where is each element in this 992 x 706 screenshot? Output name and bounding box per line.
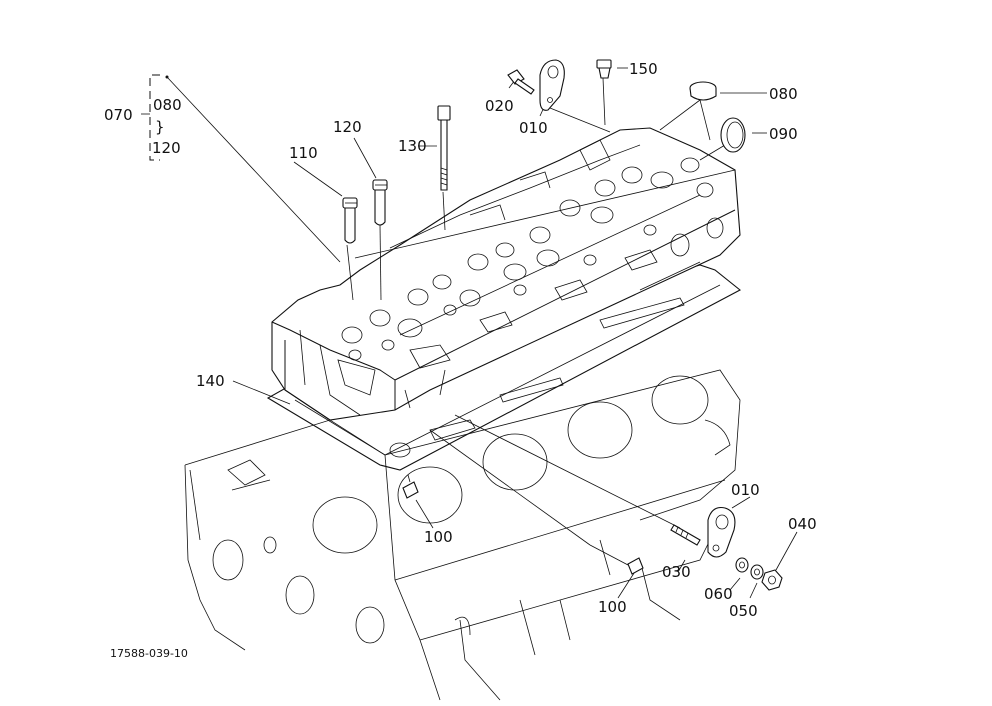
callout-010-right: 010: [731, 481, 760, 499]
callout-050: 050: [729, 602, 758, 620]
part-010-hanger-top: [539, 59, 565, 111]
callout-140: 140: [196, 372, 225, 390]
callout-020: 020: [485, 97, 514, 115]
part-100-dowel-right: [627, 557, 644, 575]
callout-100-left: 100: [424, 528, 453, 546]
callout-150: 150: [629, 60, 658, 78]
part-080-cap: [689, 81, 717, 101]
part-010-hanger-right: [707, 506, 736, 558]
callout-070: 070: [104, 106, 133, 124]
part-110-valve-guide: [342, 197, 358, 244]
engine-block: [184, 369, 741, 701]
callout-130: 130: [398, 137, 427, 155]
callout-120-group: 120: [152, 139, 181, 157]
part-040-nut: [761, 569, 783, 591]
cylinder-head: [271, 127, 741, 421]
callout-080: 080: [769, 85, 798, 103]
part-120-valve-guide: [372, 179, 388, 226]
part-150-plug: [596, 59, 612, 79]
callout-060: 060: [704, 585, 733, 603]
callout-120: 120: [333, 118, 362, 136]
callout-030: 030: [662, 563, 691, 581]
callout-040: 040: [788, 515, 817, 533]
part-050-washer: [750, 564, 764, 580]
part-130-head-bolt: [437, 105, 451, 191]
part-020-bolt: [507, 69, 535, 95]
leader-lines: [166, 67, 798, 599]
part-100-dowel-left: [402, 481, 419, 499]
callout-080-group: 080: [153, 96, 182, 114]
callout-010-top: 010: [519, 119, 548, 137]
callout-090: 090: [769, 125, 798, 143]
drawing-code: 17588-039-10: [110, 647, 188, 660]
group-brace: }: [155, 118, 165, 136]
callout-110: 110: [289, 144, 318, 162]
callout-labels: 070 080 } 120 110 120 130 020 010 150 08…: [104, 60, 817, 660]
group-bracket-070: [141, 74, 169, 161]
part-090-cap: [720, 117, 746, 153]
callout-100-right: 100: [598, 598, 627, 616]
part-060-washer: [735, 557, 749, 573]
part-030-stud: [670, 524, 701, 546]
